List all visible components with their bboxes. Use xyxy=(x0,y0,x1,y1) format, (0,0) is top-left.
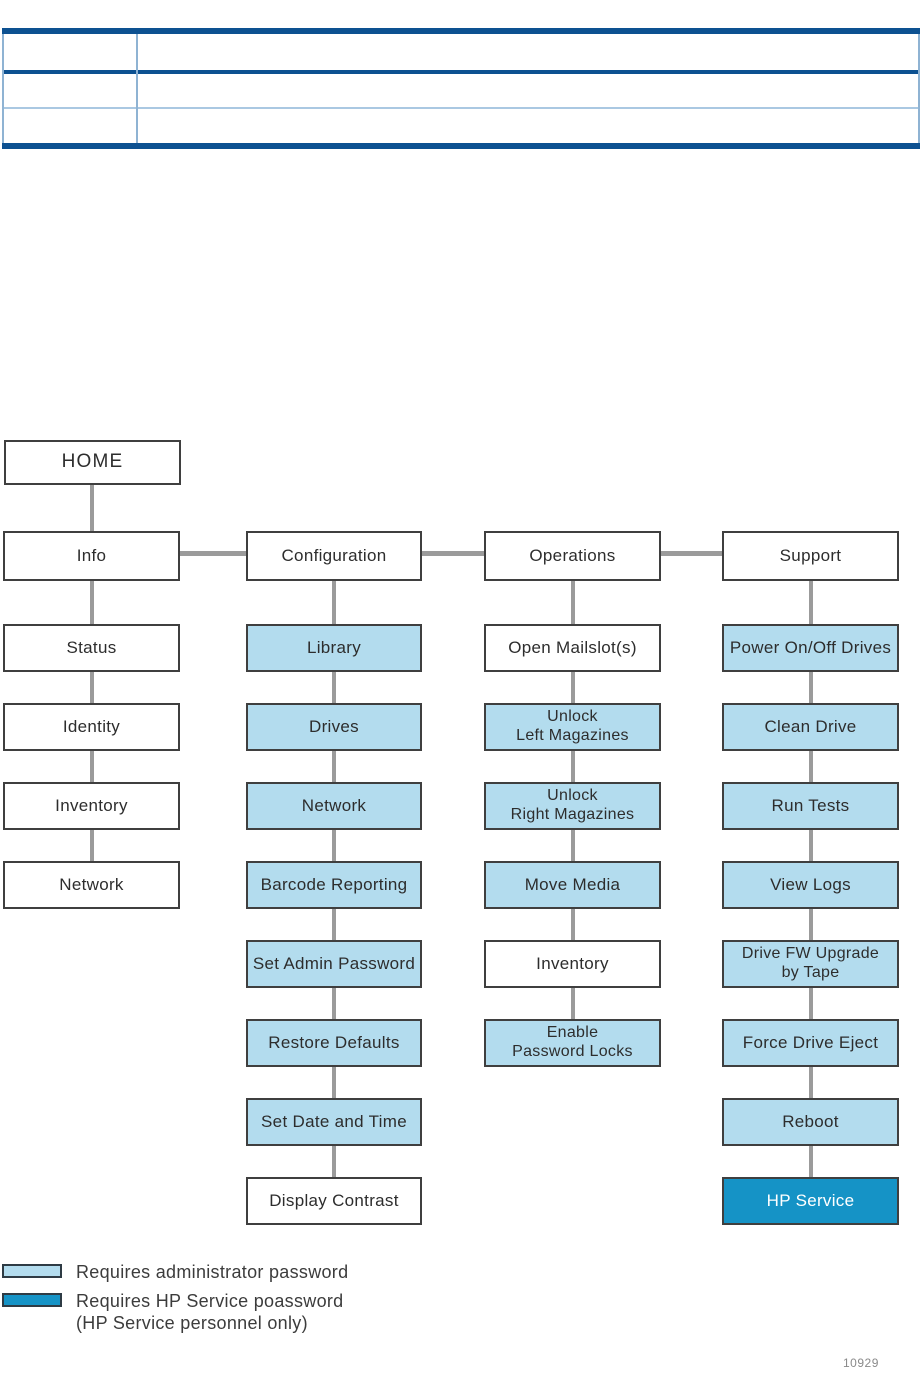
node-label: Configuration xyxy=(281,545,387,565)
node-label: Network xyxy=(301,795,367,815)
table-bottom-border xyxy=(2,143,920,149)
node-label: Power On/Off Drives xyxy=(729,637,892,657)
legend-swatch-admin xyxy=(2,1264,62,1278)
node-label: HOME xyxy=(61,451,124,473)
node-force-drive-eject: Force Drive Eject xyxy=(722,1019,899,1067)
node-identity: Identity xyxy=(3,703,180,751)
legend-label-line: Requires HP Service poassword xyxy=(76,1291,344,1311)
node-label: Clean Drive xyxy=(764,716,857,736)
node-view-logs: View Logs xyxy=(722,861,899,909)
table-row-divider-light xyxy=(2,107,920,109)
node-label: Inventory xyxy=(55,795,128,815)
node-label: Restore Defaults xyxy=(268,1032,400,1052)
node-label: Password Locks xyxy=(512,1043,633,1060)
node-label: Force Drive Eject xyxy=(742,1032,879,1052)
node-label: by Tape xyxy=(781,964,840,981)
node-label: Display Contrast xyxy=(269,1190,399,1210)
node-info: Info xyxy=(3,531,180,581)
legend-label: Requires administrator password xyxy=(76,1261,348,1283)
node-operations: Operations xyxy=(484,531,661,581)
node-move-media: Move Media xyxy=(484,861,661,909)
node-label: Enable xyxy=(546,1024,599,1042)
node-open-mailslot-s: Open Mailslot(s) xyxy=(484,624,661,672)
table-top-border xyxy=(2,28,920,34)
legend-swatch-service xyxy=(2,1293,62,1307)
table-cell xyxy=(4,109,136,143)
legend-item: Requires HP Service poassword(HP Service… xyxy=(2,1290,348,1334)
node-label: Status xyxy=(66,637,117,657)
legend-label-line: Requires administrator password xyxy=(76,1262,349,1282)
node-label: Drive FW Upgrade xyxy=(741,945,880,963)
node-set-date-and-time: Set Date and Time xyxy=(246,1098,422,1146)
node-label: Run Tests xyxy=(771,795,850,815)
node-label: Drives xyxy=(309,716,359,736)
table-left-border xyxy=(2,34,4,143)
node-label: Reboot xyxy=(782,1111,839,1131)
node-label: Right Magazines xyxy=(510,806,635,823)
node-label: Unlock xyxy=(547,787,598,805)
node-barcode-reporting: Barcode Reporting xyxy=(246,861,422,909)
table xyxy=(2,28,920,149)
node-set-admin-password: Set Admin Password xyxy=(246,940,422,988)
node-label: Identity xyxy=(62,716,121,736)
table-column-divider xyxy=(136,34,138,143)
node-label: Left Magazines xyxy=(516,727,629,744)
table-cell xyxy=(4,34,136,70)
node-power-on-off-drives: Power On/Off Drives xyxy=(722,624,899,672)
table-row-divider xyxy=(2,70,920,74)
node-home: HOME xyxy=(4,440,181,485)
node-label: Network xyxy=(59,874,124,894)
table-cell xyxy=(4,74,136,107)
node-display-contrast: Display Contrast xyxy=(246,1177,422,1225)
node-label: Open Mailslot(s) xyxy=(508,637,637,657)
node-reboot: Reboot xyxy=(722,1098,899,1146)
node-restore-defaults: Restore Defaults xyxy=(246,1019,422,1067)
node-drives: Drives xyxy=(246,703,422,751)
node-label: Info xyxy=(76,545,107,565)
node-label: Move Media xyxy=(524,874,621,894)
node-label: Barcode Reporting xyxy=(260,874,408,894)
table-cell xyxy=(138,34,918,70)
node-run-tests: Run Tests xyxy=(722,782,899,830)
node-label: Inventory xyxy=(536,953,609,973)
node-label: Unlock xyxy=(547,708,598,726)
node-inventory: Inventory xyxy=(3,782,180,830)
node-label: View Logs xyxy=(770,874,851,894)
node-label: Support xyxy=(779,545,842,565)
figure-number: 10929 xyxy=(843,1356,879,1370)
node-configuration: Configuration xyxy=(246,531,422,581)
node-clean-drive: Clean Drive xyxy=(722,703,899,751)
node-support: Support xyxy=(722,531,899,581)
legend-item: Requires administrator password xyxy=(2,1261,348,1283)
node-library: Library xyxy=(246,624,422,672)
node-status: Status xyxy=(3,624,180,672)
node-label: Set Date and Time xyxy=(261,1111,407,1131)
node-label: Set Admin Password xyxy=(252,953,416,973)
table-cell xyxy=(138,109,918,143)
node-label: Operations xyxy=(529,545,616,565)
node-label: HP Service xyxy=(766,1190,855,1210)
legend-label: Requires HP Service poassword(HP Service… xyxy=(76,1290,344,1334)
node-hp-service: HP Service xyxy=(722,1177,899,1225)
table-cell xyxy=(138,74,918,107)
node-network: Network xyxy=(246,782,422,830)
node-network: Network xyxy=(3,861,180,909)
node-inventory: Inventory xyxy=(484,940,661,988)
table-right-border xyxy=(918,34,920,143)
legend-label-line: (HP Service personnel only) xyxy=(76,1313,308,1333)
connector-main-horizontal xyxy=(91,551,811,556)
node-label: Library xyxy=(306,637,362,657)
